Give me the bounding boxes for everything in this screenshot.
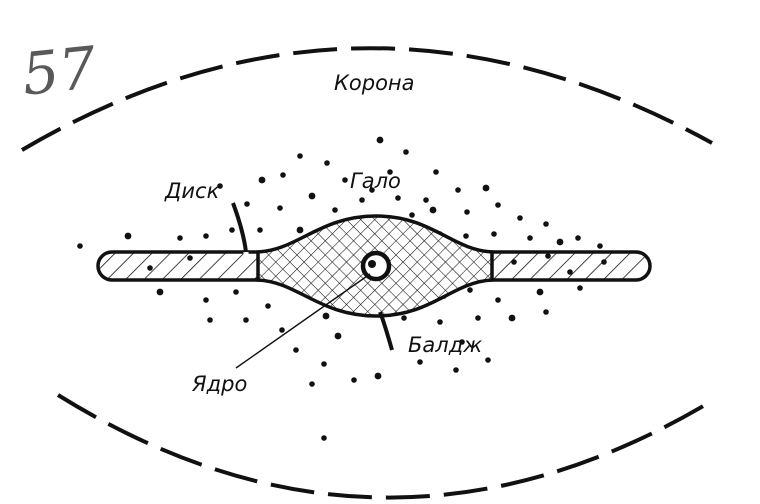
halo-dot xyxy=(376,136,384,144)
halo-dot xyxy=(309,381,315,387)
halo-dot xyxy=(475,315,481,321)
halo-dot xyxy=(207,317,213,323)
halo-dot xyxy=(277,205,283,211)
halo-dot xyxy=(321,361,327,367)
halo-dot xyxy=(455,187,461,193)
label-nucleus: Ядро xyxy=(191,372,247,396)
halo-dot xyxy=(482,184,490,192)
halo-dot xyxy=(597,243,603,249)
bulge-pointer xyxy=(378,311,394,351)
halo-dot xyxy=(297,153,303,159)
halo-dot xyxy=(536,288,544,296)
halo-dot xyxy=(296,226,304,234)
halo-dot xyxy=(485,357,491,363)
halo-dot xyxy=(258,176,266,184)
halo-dot xyxy=(395,195,401,201)
label-corona: Корона xyxy=(334,71,415,95)
halo-dot xyxy=(280,172,286,178)
galactic-nucleus xyxy=(360,250,392,282)
halo-dot xyxy=(433,169,439,175)
halo-dot xyxy=(417,359,423,365)
nucleus-pointer xyxy=(235,273,371,369)
label-disk: Диск xyxy=(164,179,220,203)
halo-dot xyxy=(575,235,581,241)
halo-dot xyxy=(359,197,365,203)
halo-dot xyxy=(467,287,473,293)
halo-dot xyxy=(351,377,357,383)
halo-dot xyxy=(401,315,407,321)
disk-pointer xyxy=(231,202,248,253)
halo-dot xyxy=(244,201,250,207)
halo-dot xyxy=(332,207,338,213)
halo-dot xyxy=(217,183,223,189)
halo-dot xyxy=(334,332,342,340)
halo-dot xyxy=(556,238,564,246)
corner-mark: 57 xyxy=(19,33,100,108)
label-halo: Гало xyxy=(350,169,401,193)
halo-dot xyxy=(517,215,523,221)
halo-dot xyxy=(342,177,348,183)
halo-dot xyxy=(308,192,316,200)
halo-dot xyxy=(495,202,501,208)
halo-dot xyxy=(229,227,235,233)
halo-dot xyxy=(322,312,330,320)
halo-dot xyxy=(543,221,549,227)
halo-dot xyxy=(374,372,382,380)
halo-dot xyxy=(203,233,209,239)
halo-dot xyxy=(77,243,83,249)
halo-dot xyxy=(577,285,583,291)
halo-dot xyxy=(437,319,443,325)
halo-dot xyxy=(177,235,183,241)
halo-dot xyxy=(453,367,459,373)
halo-dot xyxy=(464,209,470,215)
halo-dot xyxy=(321,435,327,441)
halo-dot xyxy=(243,317,249,323)
halo-dot xyxy=(508,314,516,322)
halo-dot xyxy=(203,297,209,303)
halo-dot xyxy=(429,206,437,214)
halo-dot xyxy=(387,169,393,175)
halo-dot xyxy=(156,288,164,296)
halo-dot xyxy=(403,149,409,155)
halo-dot xyxy=(369,187,375,193)
halo-dot xyxy=(463,233,469,239)
halo-dot xyxy=(257,227,263,233)
halo-dot xyxy=(495,297,501,303)
halo-dot xyxy=(279,327,285,333)
halo-dot xyxy=(423,197,429,203)
halo-dot xyxy=(491,231,497,237)
corona-upper-arc xyxy=(20,46,713,152)
halo-dot xyxy=(293,347,299,353)
label-bulge: Балдж xyxy=(408,333,482,357)
halo-dot xyxy=(543,309,549,315)
halo-dot xyxy=(265,303,271,309)
halo-dot xyxy=(324,160,330,166)
halo-dot xyxy=(124,232,132,240)
halo-dot xyxy=(459,339,465,345)
halo-dot xyxy=(527,235,533,241)
nucleus-core xyxy=(368,260,376,268)
corona-lower-arc xyxy=(56,393,707,500)
halo-dot xyxy=(233,289,239,295)
halo-dot xyxy=(409,212,415,218)
